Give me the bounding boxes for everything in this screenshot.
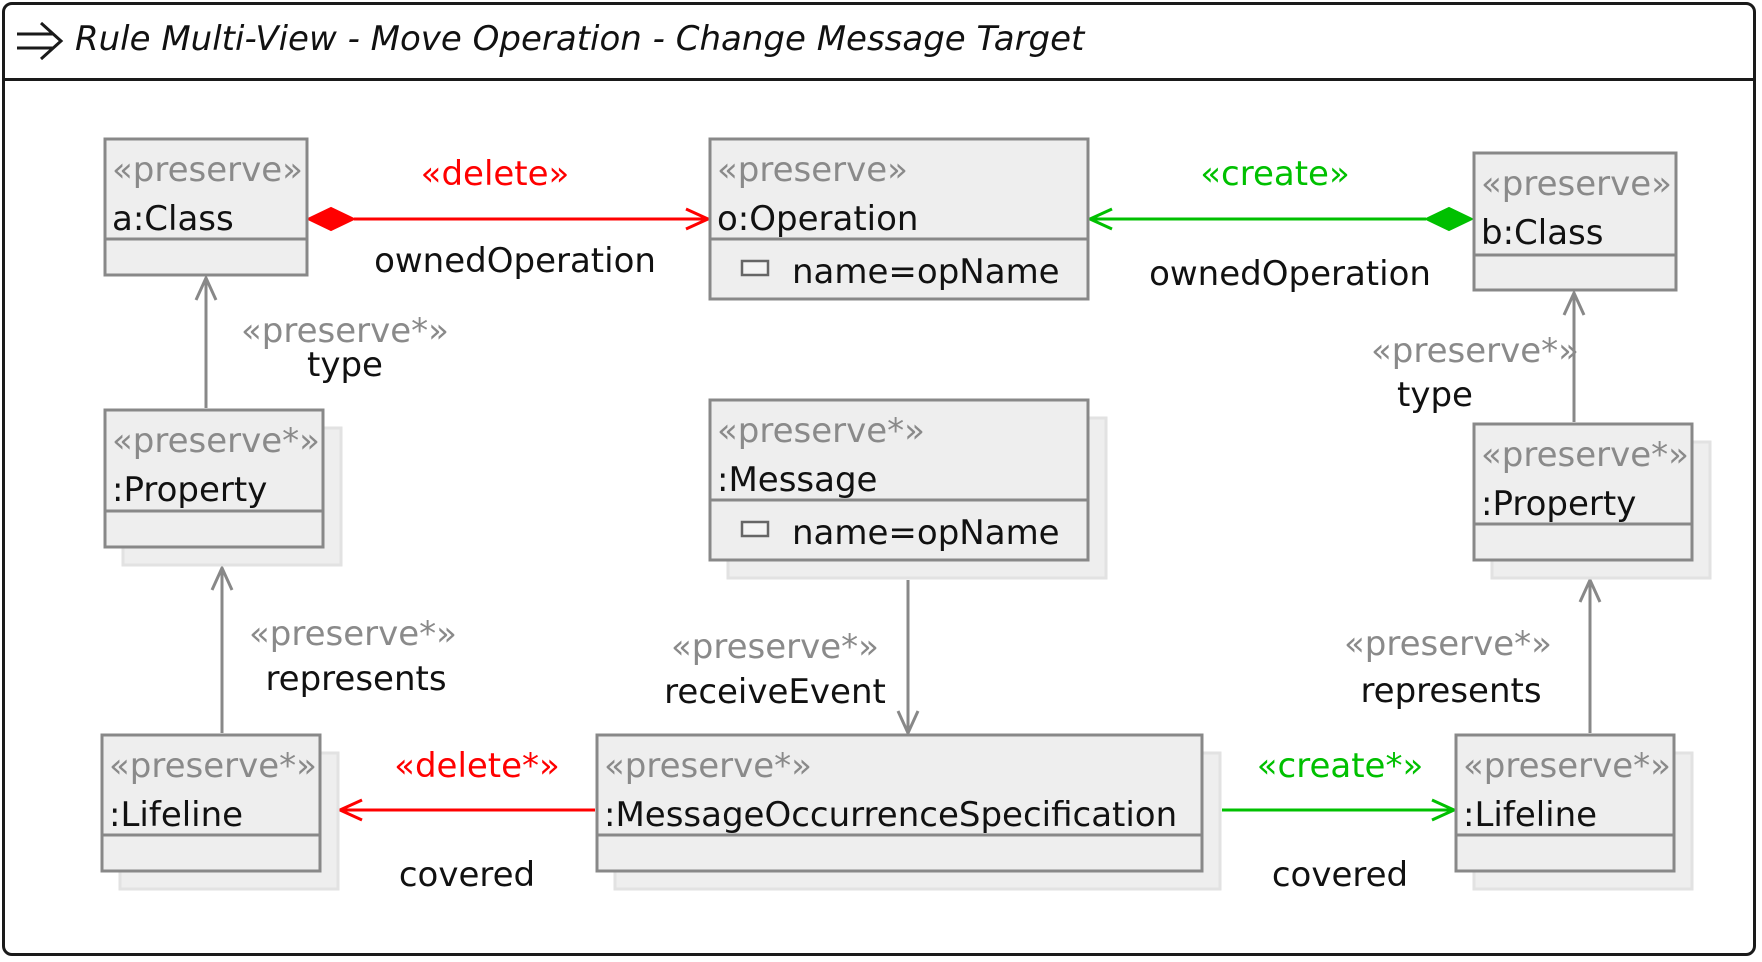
node-stereotype: «preserve»: [112, 150, 303, 190]
node-name: :Lifeline: [109, 795, 243, 835]
edge-label: covered: [1272, 855, 1408, 895]
node-name: :Property: [1481, 484, 1636, 524]
node-name: o:Operation: [717, 199, 918, 239]
node-box: [1472, 151, 1678, 292]
node-bClass: «preserve» b:Class: [1472, 151, 1678, 292]
edge-stereotype: «preserve*»: [1371, 331, 1579, 371]
node-propRight: «preserve*» :Property: [1472, 422, 1712, 580]
edge-stereotype: «preserve*»: [249, 614, 457, 654]
edge-stereotype: «create*»: [1257, 746, 1424, 786]
edge-stereotype: «delete»: [421, 154, 570, 194]
edge-e9: «create*» covered: [1222, 746, 1454, 895]
node-name: a:Class: [112, 199, 234, 239]
edge-e8: «delete*» covered: [340, 746, 595, 895]
node-stereotype: «preserve*»: [717, 411, 925, 451]
node-oOperation: «preserve» o:Operation name=opName: [708, 137, 1090, 301]
edge-stereotype: «preserve*»: [241, 311, 449, 351]
node-name: :Property: [112, 470, 267, 510]
attribute-icon: [740, 259, 770, 277]
edge-e2: «create» ownedOperation: [1090, 154, 1475, 294]
edge-stereotype: «preserve*»: [671, 627, 879, 667]
node-mos: «preserve*» :MessageOccurrenceSpecificati…: [595, 733, 1222, 891]
node-name: :MessageOccurrenceSpecification: [604, 795, 1177, 835]
node-message: «preserve*» :Message name=opName: [708, 398, 1108, 580]
node-box: [1454, 733, 1676, 873]
edge-e5: «preserve*» represents: [222, 568, 457, 733]
edge-label: receiveEvent: [664, 672, 886, 712]
node-name: b:Class: [1481, 213, 1604, 253]
node-lifelineRight: «preserve*» :Lifeline: [1454, 733, 1694, 891]
composition-diamond: [1423, 206, 1475, 232]
node-name: :Message: [717, 460, 877, 500]
edge-label: represents: [1360, 671, 1541, 711]
edge-label: covered: [399, 855, 535, 895]
edge-e4: «preserve*»type: [1371, 293, 1579, 422]
edge-e6: «preserve*» represents: [1344, 580, 1590, 733]
node-name: :Lifeline: [1463, 795, 1597, 835]
node-lifelineLeft: «preserve*» :Lifeline: [100, 733, 340, 891]
attribute-icon: [740, 520, 770, 538]
node-stereotype: «preserve»: [1481, 164, 1672, 204]
node-box: [100, 733, 322, 873]
composition-diamond: [305, 206, 357, 232]
node-attribute: name=opName: [792, 252, 1060, 292]
edge-label: ownedOperation: [1149, 254, 1431, 294]
node-box: [708, 137, 1090, 301]
node-box: [1472, 422, 1694, 562]
arrow-right-icon: [17, 21, 64, 61]
node-box: [103, 408, 325, 549]
node-box: [595, 733, 1204, 873]
node-stereotype: «preserve*»: [1463, 746, 1671, 786]
edge-e7: «preserve*» receiveEvent: [664, 580, 908, 733]
edge-stereotype: «preserve*»: [1344, 624, 1552, 664]
rule-header: Rule Multi-View - Move Operation - Chang…: [5, 5, 1753, 81]
node-stereotype: «preserve*»: [109, 746, 317, 786]
edge-stereotype: «delete*»: [394, 746, 560, 786]
node-box: [103, 137, 309, 277]
edge-label: type: [307, 345, 383, 385]
node-stereotype: «preserve*»: [604, 746, 812, 786]
node-stereotype: «preserve*»: [112, 421, 320, 461]
edge-e3: «preserve*»type: [206, 278, 449, 408]
edge-label: represents: [265, 659, 446, 699]
node-propLeft: «preserve*» :Property: [103, 408, 343, 567]
rule-title: Rule Multi-View - Move Operation - Chang…: [75, 19, 1085, 59]
node-attribute: name=opName: [792, 513, 1060, 553]
edge-label: ownedOperation: [374, 241, 656, 281]
node-stereotype: «preserve»: [717, 150, 908, 190]
edge-stereotype: «create»: [1200, 154, 1350, 194]
edge-e1: «delete» ownedOperation: [305, 154, 708, 281]
edge-label: type: [1397, 375, 1473, 415]
node-aClass: «preserve» a:Class: [103, 137, 309, 277]
node-stereotype: «preserve*»: [1481, 435, 1689, 475]
node-box: [708, 398, 1090, 562]
